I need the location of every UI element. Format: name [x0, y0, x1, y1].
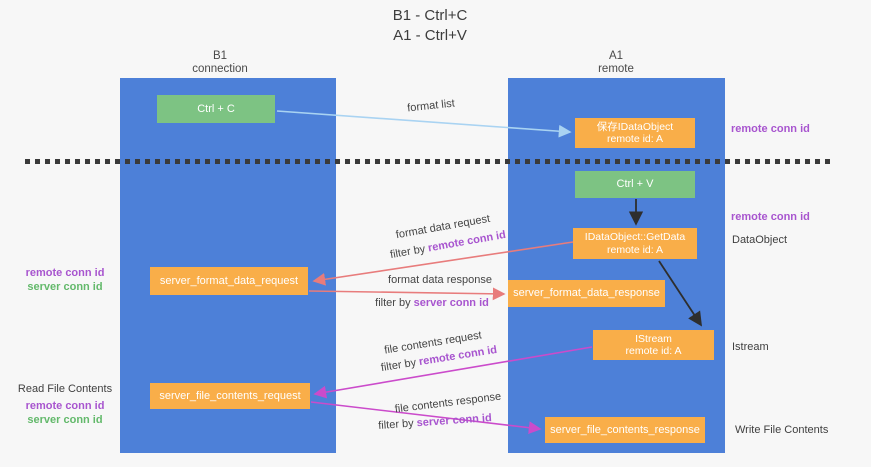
left-server-conn-id-2: server conn id [27, 414, 103, 426]
node-server-file-contents-response-label: server_file_contents_response [550, 423, 700, 436]
left-server-conn-id-1: server conn id [27, 281, 103, 293]
edge-label-filter-server-1: filter by server conn id [373, 297, 491, 309]
node-saved-idataobject-line1: 保存IDataObject [596, 120, 674, 133]
node-istream-line2: remote id: A [625, 345, 682, 357]
right-remote-conn-id-1: remote conn id [731, 123, 810, 135]
node-ctrl-v-label: Ctrl + V [616, 178, 654, 190]
filter-key-server-conn-id: server conn id [416, 412, 493, 430]
node-saved-idataobject: 保存IDataObject remote id: A [575, 118, 695, 148]
right-column-role: remote [598, 63, 634, 75]
title-line-2: A1 - Ctrl+V [393, 27, 467, 44]
write-file-contents-label: Write File Contents [735, 424, 829, 436]
edge-label-format-list: format list [406, 97, 456, 115]
node-server-file-contents-request-label: server_file_contents_request [159, 389, 301, 402]
node-ctrl-v: Ctrl + V [575, 171, 695, 198]
title-line-1: B1 - Ctrl+C [392, 7, 468, 24]
node-server-file-contents-request: server_file_contents_request [150, 383, 310, 409]
left-read-file-block: Read File Contents [10, 382, 120, 396]
node-ctrl-c-label: Ctrl + C [197, 102, 235, 115]
left-conn-id-block-2: remote conn id server conn id [15, 399, 115, 427]
right-remote-conn-id-2: remote conn id [731, 211, 810, 223]
left-conn-id-block-1: remote conn id server conn id [15, 266, 115, 294]
node-idataobject-getdata-line1: IDataObject::GetData [584, 231, 686, 243]
node-server-format-data-request: server_format_data_request [150, 267, 308, 295]
diagram-title: B1 - Ctrl+C A1 - Ctrl+V [330, 6, 530, 46]
left-remote-conn-id-2: remote conn id [25, 400, 105, 412]
istream-label: Istream [732, 341, 769, 353]
node-ctrl-c: Ctrl + C [157, 95, 275, 123]
left-remote-conn-id-1: remote conn id [25, 267, 105, 279]
node-idataobject-getdata: IDataObject::GetData remote id: A [573, 228, 697, 259]
filter-key-server-conn-id: server conn id [413, 297, 489, 309]
read-file-contents-label: Read File Contents [17, 383, 113, 395]
node-server-format-data-response: server_format_data_response [508, 280, 665, 307]
node-server-format-data-response-label: server_format_data_response [513, 287, 660, 299]
edge-label-format-data-response: format data response [388, 274, 492, 286]
filter-prefix: filter by [375, 297, 414, 309]
node-istream-line1: IStream [635, 332, 672, 345]
node-istream: IStream remote id: A [593, 330, 714, 360]
filter-prefix: filter by [380, 356, 421, 375]
left-column-header: B1 connection [120, 50, 320, 76]
left-column-role: connection [192, 63, 248, 75]
node-server-format-data-request-label: server_format_data_request [159, 274, 299, 287]
filter-prefix: filter by [389, 242, 430, 262]
node-idataobject-getdata-line2: remote id: A [606, 243, 664, 256]
left-column-name: B1 [212, 50, 228, 62]
right-column-header: A1 remote [516, 50, 716, 76]
filter-prefix: filter by [377, 417, 418, 432]
clipboard-boundary-dashed-line [25, 159, 832, 164]
right-column-name: A1 [608, 50, 624, 62]
node-saved-idataobject-line2: remote id: A [606, 133, 664, 145]
node-server-file-contents-response: server_file_contents_response [545, 417, 705, 443]
arrow-format-data-response [308, 287, 506, 301]
dataobject-label: DataObject [732, 234, 788, 246]
